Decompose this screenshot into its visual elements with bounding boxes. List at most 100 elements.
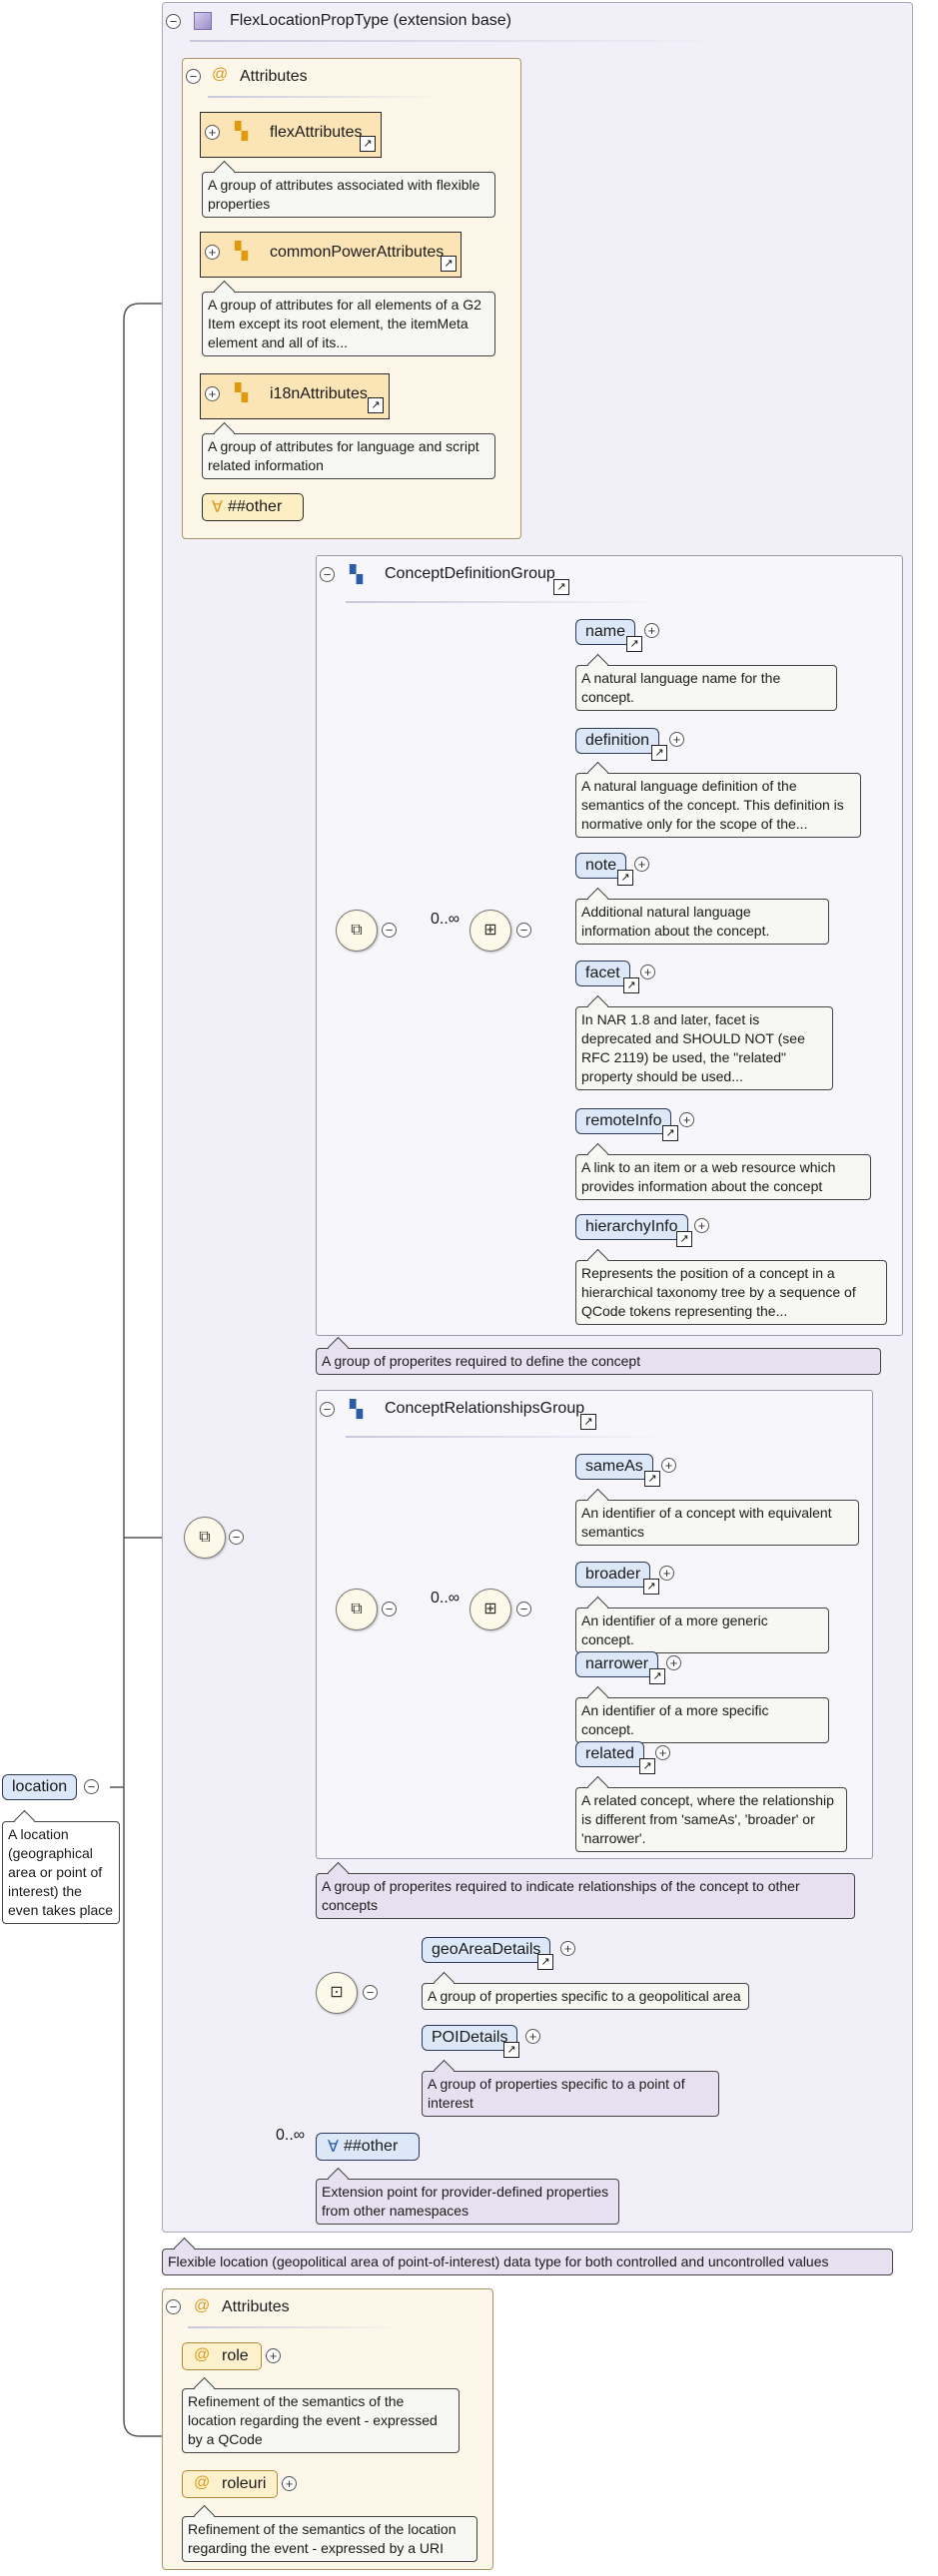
extension-doc: Flexible location (geopolitical area of … <box>162 2249 893 2275</box>
doc-text: Additional natural language information … <box>581 904 770 939</box>
expand-icon[interactable]: + <box>655 1745 670 1760</box>
expand-icon[interactable]: + <box>634 857 649 872</box>
collapse-icon[interactable]: − <box>382 923 397 938</box>
link-arrow-icon[interactable]: ↗ <box>368 397 384 413</box>
doc-text: Extension point for provider-defined pro… <box>322 2184 609 2219</box>
link-arrow-icon[interactable]: ↗ <box>441 256 457 272</box>
group-icon: ▚ <box>350 565 364 584</box>
attribute-group-flexAttributes[interactable] <box>200 112 382 158</box>
collapse-icon[interactable]: − <box>229 1530 244 1545</box>
attribute-role[interactable] <box>182 2342 262 2370</box>
attribute-icon: @ <box>194 2297 211 2314</box>
expand-icon[interactable]: + <box>282 2476 297 2491</box>
link-arrow-icon[interactable]: ↗ <box>649 1668 665 1684</box>
sequence-compositor-icon[interactable]: ⊞ <box>469 910 511 952</box>
element-broader[interactable]: broader <box>575 1562 651 1588</box>
any-attribute-other[interactable] <box>202 493 304 521</box>
link-arrow-icon[interactable]: ↗ <box>643 1579 659 1595</box>
doc-text: An identifier of a more generic concept. <box>581 1612 768 1647</box>
collapse-icon[interactable]: − <box>516 923 531 938</box>
collapse-icon[interactable]: − <box>320 567 335 582</box>
link-arrow-icon[interactable]: ↗ <box>580 1414 596 1430</box>
element-definition[interactable]: definition <box>575 728 660 754</box>
element-label: related <box>585 1745 634 1762</box>
element-doc: A group of properties specific to a poin… <box>422 2071 719 2117</box>
expand-icon[interactable]: + <box>525 2029 540 2044</box>
element-sameAs[interactable]: sameAs <box>575 1454 653 1480</box>
element-label: facet <box>585 965 620 981</box>
link-arrow-icon[interactable]: ↗ <box>626 636 642 652</box>
collapse-icon[interactable]: − <box>166 2299 181 2314</box>
title-underline <box>208 96 448 98</box>
link-arrow-icon[interactable]: ↗ <box>617 870 633 886</box>
expand-icon[interactable]: + <box>205 386 220 401</box>
link-arrow-icon[interactable]: ↗ <box>503 2042 519 2058</box>
element-narrower[interactable]: narrower <box>575 1651 659 1677</box>
choice-compositor-icon[interactable]: ⊡ <box>316 1972 358 2014</box>
expand-icon[interactable]: + <box>644 623 659 638</box>
element-hierarchyInfo[interactable]: hierarchyInfo <box>575 1214 688 1240</box>
element-doc: A group of properties specific to a geop… <box>422 1983 749 2010</box>
element-label: POIDetails <box>432 2029 508 2046</box>
expand-icon[interactable]: + <box>205 245 220 260</box>
element-label: narrower <box>585 1655 649 1672</box>
sequence-compositor-icon[interactable]: ⧉ <box>336 910 378 952</box>
element-label: broader <box>585 1566 641 1583</box>
expand-icon[interactable]: + <box>560 1941 575 1956</box>
expand-icon[interactable]: + <box>694 1218 709 1233</box>
expand-icon[interactable]: + <box>679 1112 694 1127</box>
link-arrow-icon[interactable]: ↗ <box>639 1758 655 1774</box>
link-arrow-icon[interactable]: ↗ <box>553 579 569 595</box>
element-label: note <box>585 857 617 874</box>
sequence-compositor-icon[interactable]: ⊞ <box>469 1589 511 1630</box>
expand-icon[interactable]: + <box>640 965 655 979</box>
sequence-compositor-icon[interactable]: ⧉ <box>184 1517 226 1559</box>
element-geoAreaDetails[interactable]: geoAreaDetails <box>422 1937 551 1963</box>
attribute-group-icon: ▚ <box>235 122 249 141</box>
link-arrow-icon[interactable]: ↗ <box>676 1231 692 1247</box>
collapse-icon[interactable]: − <box>166 14 181 29</box>
any-element-other[interactable] <box>316 2133 420 2161</box>
group-icon: ▚ <box>350 1400 364 1419</box>
collapse-icon[interactable]: − <box>382 1602 397 1616</box>
link-arrow-icon[interactable]: ↗ <box>644 1471 660 1487</box>
link-arrow-icon[interactable]: ↗ <box>662 1125 678 1141</box>
element-doc: A natural language name for the concept. <box>575 665 837 711</box>
root-element-location[interactable]: location <box>2 1774 78 1800</box>
element-related[interactable]: related <box>575 1741 644 1767</box>
element-name[interactable]: name <box>575 619 636 645</box>
collapse-icon[interactable]: − <box>320 1402 335 1417</box>
complex-type-icon <box>194 12 212 30</box>
expand-icon[interactable]: + <box>666 1655 681 1670</box>
element-remoteInfo[interactable]: remoteInfo <box>575 1108 672 1134</box>
any-attribute-label: ##other <box>228 498 283 515</box>
expand-icon[interactable]: + <box>669 732 684 747</box>
element-facet[interactable]: facet <box>575 961 630 986</box>
attribute-icon: @ <box>194 2346 211 2363</box>
attribute-group-commonPowerAttributes[interactable] <box>200 232 462 278</box>
attribute-group-i18nAttributes[interactable] <box>200 373 390 419</box>
link-arrow-icon[interactable]: ↗ <box>651 745 667 761</box>
root-element-label: location <box>12 1778 68 1795</box>
element-POIDetails[interactable]: POIDetails <box>422 2025 518 2051</box>
link-arrow-icon[interactable]: ↗ <box>360 136 376 152</box>
attribute-group-doc: A group of attributes for all elements o… <box>202 292 495 356</box>
link-arrow-icon[interactable]: ↗ <box>623 977 639 993</box>
link-arrow-icon[interactable]: ↗ <box>537 1954 553 1970</box>
collapse-icon[interactable]: − <box>84 1779 99 1794</box>
attribute-roleuri[interactable] <box>182 2470 278 2498</box>
expand-icon[interactable]: + <box>661 1458 676 1473</box>
group-doc: A group of properites required to indica… <box>316 1873 855 1919</box>
expand-icon[interactable]: + <box>205 125 220 140</box>
element-label: definition <box>585 732 650 749</box>
sequence-compositor-icon[interactable]: ⧉ <box>336 1589 378 1630</box>
element-doc: Represents the position of a concept in … <box>575 1260 887 1325</box>
cardinality-label: 0..∞ <box>276 2127 306 2144</box>
collapse-icon[interactable]: − <box>363 1985 378 2000</box>
attribute-group-doc: A group of attributes associated with fl… <box>202 172 495 218</box>
element-note[interactable]: note <box>575 853 627 879</box>
collapse-icon[interactable]: − <box>186 69 201 84</box>
expand-icon[interactable]: + <box>659 1566 674 1581</box>
collapse-icon[interactable]: − <box>516 1602 531 1616</box>
expand-icon[interactable]: + <box>266 2348 281 2363</box>
